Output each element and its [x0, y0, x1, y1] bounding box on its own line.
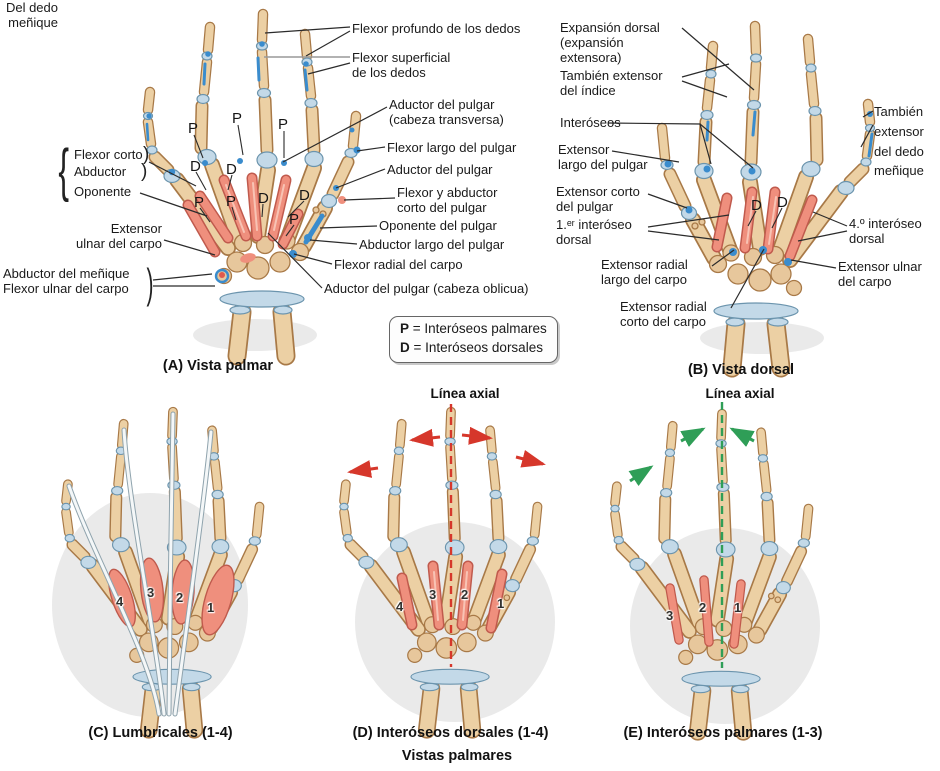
- label-tambien-extensor-menique: También extensor del dedo meñique: [874, 104, 924, 179]
- label-flexor-superficial: Flexor superficial de los dedos: [352, 50, 451, 81]
- muscle-number: 2: [176, 590, 184, 605]
- paren-flexor-corto: ): [143, 144, 150, 165]
- label-oponente: Oponente: [74, 184, 132, 199]
- label-expansion-dorsal: Expansión dorsal (expansión extensora): [560, 20, 660, 66]
- legend-key-d: D: [400, 339, 410, 355]
- muscle-number: 1: [497, 596, 505, 611]
- lumbrical-muscles: [108, 557, 235, 636]
- label-cuarto-interoseo-dorsal: 4.º interóseo dorsal: [849, 216, 922, 247]
- marker-letter: D: [751, 197, 762, 214]
- letter-pointer-lines: [193, 124, 783, 237]
- label-extensor-largo-pulgar: Extensor largo del pulgar: [558, 142, 648, 173]
- marker-letter: D: [299, 187, 310, 204]
- hand-dorsal-B: [661, 26, 875, 368]
- label-interoseos: Interóseos: [560, 115, 621, 130]
- label-extensor-ulnar-carpo-B: Extensor ulnar del carpo: [838, 259, 922, 290]
- marker-letter: P: [289, 211, 300, 228]
- label-flexor-abductor-corto: Flexor y abductor corto del pulgar: [397, 185, 498, 216]
- hand-lumbricales-C: [62, 412, 261, 730]
- marker-letter: D: [258, 190, 269, 207]
- label-aductor-oblicua: Aductor del pulgar (cabeza oblicua): [324, 281, 529, 296]
- marker-letter: D: [190, 158, 201, 175]
- label-flexor-corto: Flexor corto: [74, 147, 143, 162]
- caption-panel-E: (E) Interóseos palmares (1-3): [623, 725, 823, 741]
- axial-label-D: Línea axial: [430, 386, 500, 401]
- flexor-tendons: [66, 411, 214, 717]
- marker-letter: D: [777, 194, 788, 211]
- muscles-A: [182, 172, 346, 263]
- muscle-number: 3: [666, 608, 674, 623]
- muscle-number: 4: [396, 599, 404, 614]
- muscle-number: 3: [147, 585, 155, 600]
- legend-row-dorsales: D = Interóseos dorsales: [400, 339, 547, 358]
- hand-palmar-A: [144, 14, 361, 356]
- adduction-arrows: [628, 427, 755, 487]
- muscle-number: 1: [734, 600, 742, 615]
- label-abductor: Abductor: [74, 164, 127, 179]
- legend-box: P = Interóseos palmares D = Interóseos d…: [389, 316, 558, 363]
- marker-letter: P: [278, 116, 289, 133]
- marker-letter: P: [194, 194, 205, 211]
- label-extensor-radial-corto: Extensor radial corto del carpo: [620, 299, 707, 330]
- muscle-number: 2: [699, 600, 707, 615]
- caption-panel-D: (D) Interóseos dorsales (1-4): [352, 725, 549, 741]
- paren-abductor-menique: ): [146, 260, 154, 307]
- palmar-interossei-muscles: [665, 575, 746, 649]
- footer-vistas-palmares: Vistas palmares: [401, 748, 513, 764]
- label-aductor-transversa: Aductor del pulgar (cabeza transversa): [389, 97, 504, 128]
- caption-panel-C: (C) Lumbricales (1-4): [88, 725, 233, 741]
- label-extensor-ulnar-carpo-A: Extensor ulnar del carpo: [76, 221, 162, 252]
- marker-letter: D: [226, 161, 237, 178]
- legend-text-d: = Interóseos dorsales: [409, 339, 543, 355]
- label-aductor-pulgar: Aductor del pulgar: [387, 162, 493, 177]
- muscle-number: 3: [429, 587, 437, 602]
- label-flexor-profundo: Flexor profundo de los dedos: [352, 21, 521, 36]
- attachments-A: [145, 41, 361, 284]
- marker-letter: P: [188, 120, 199, 137]
- label-abductor-largo-pulgar: Abductor largo del pulgar: [359, 237, 505, 252]
- label-tambien-extensor-indice: También extensor del índice: [560, 68, 663, 99]
- label-abductor-menique: Abductor del meñique Flexor ulnar del ca…: [3, 266, 130, 297]
- label-del-dedo-menique: Del dedo meñique: [5, 0, 58, 31]
- marker-letter: P: [226, 193, 237, 210]
- hand-interoseos-dorsales-D: [340, 404, 543, 730]
- brace-left-group: {: [58, 138, 70, 203]
- label-primer-interoseo-dorsal: 1.ᵉʳ interóseo dorsal: [556, 217, 632, 248]
- legend-text-p: = Interóseos palmares: [409, 321, 547, 336]
- muscles-B: [711, 186, 818, 262]
- muscle-number: 2: [461, 587, 469, 602]
- caption-panel-A: (A) Vista palmar: [162, 358, 274, 374]
- label-oponente-pulgar: Oponente del pulgar: [379, 218, 497, 233]
- label-flexor-radial-carpo: Flexor radial del carpo: [334, 257, 463, 272]
- paren-abductor: ): [141, 161, 148, 182]
- legend-key-p: P: [400, 321, 410, 336]
- axial-label-E: Línea axial: [705, 386, 775, 401]
- abduction-arrows: [347, 426, 546, 478]
- caption-panel-B: (B) Vista dorsal: [687, 362, 795, 378]
- label-extensor-radial-largo: Extensor radial largo del carpo: [601, 257, 688, 288]
- dorsal-interossei-muscles: [396, 560, 508, 634]
- label-flexor-largo-pulgar: Flexor largo del pulgar: [387, 140, 517, 155]
- muscle-number: 4: [116, 594, 124, 609]
- legend-row-palmares: P = Interóseos palmares: [400, 320, 547, 339]
- muscle-number: 1: [207, 600, 215, 615]
- leader-lines: [139, 26, 874, 309]
- marker-letter: P: [232, 110, 243, 127]
- hand-interoseos-palmares-E: [611, 402, 810, 732]
- label-extensor-corto-pulgar: Extensor corto del pulgar: [556, 184, 640, 215]
